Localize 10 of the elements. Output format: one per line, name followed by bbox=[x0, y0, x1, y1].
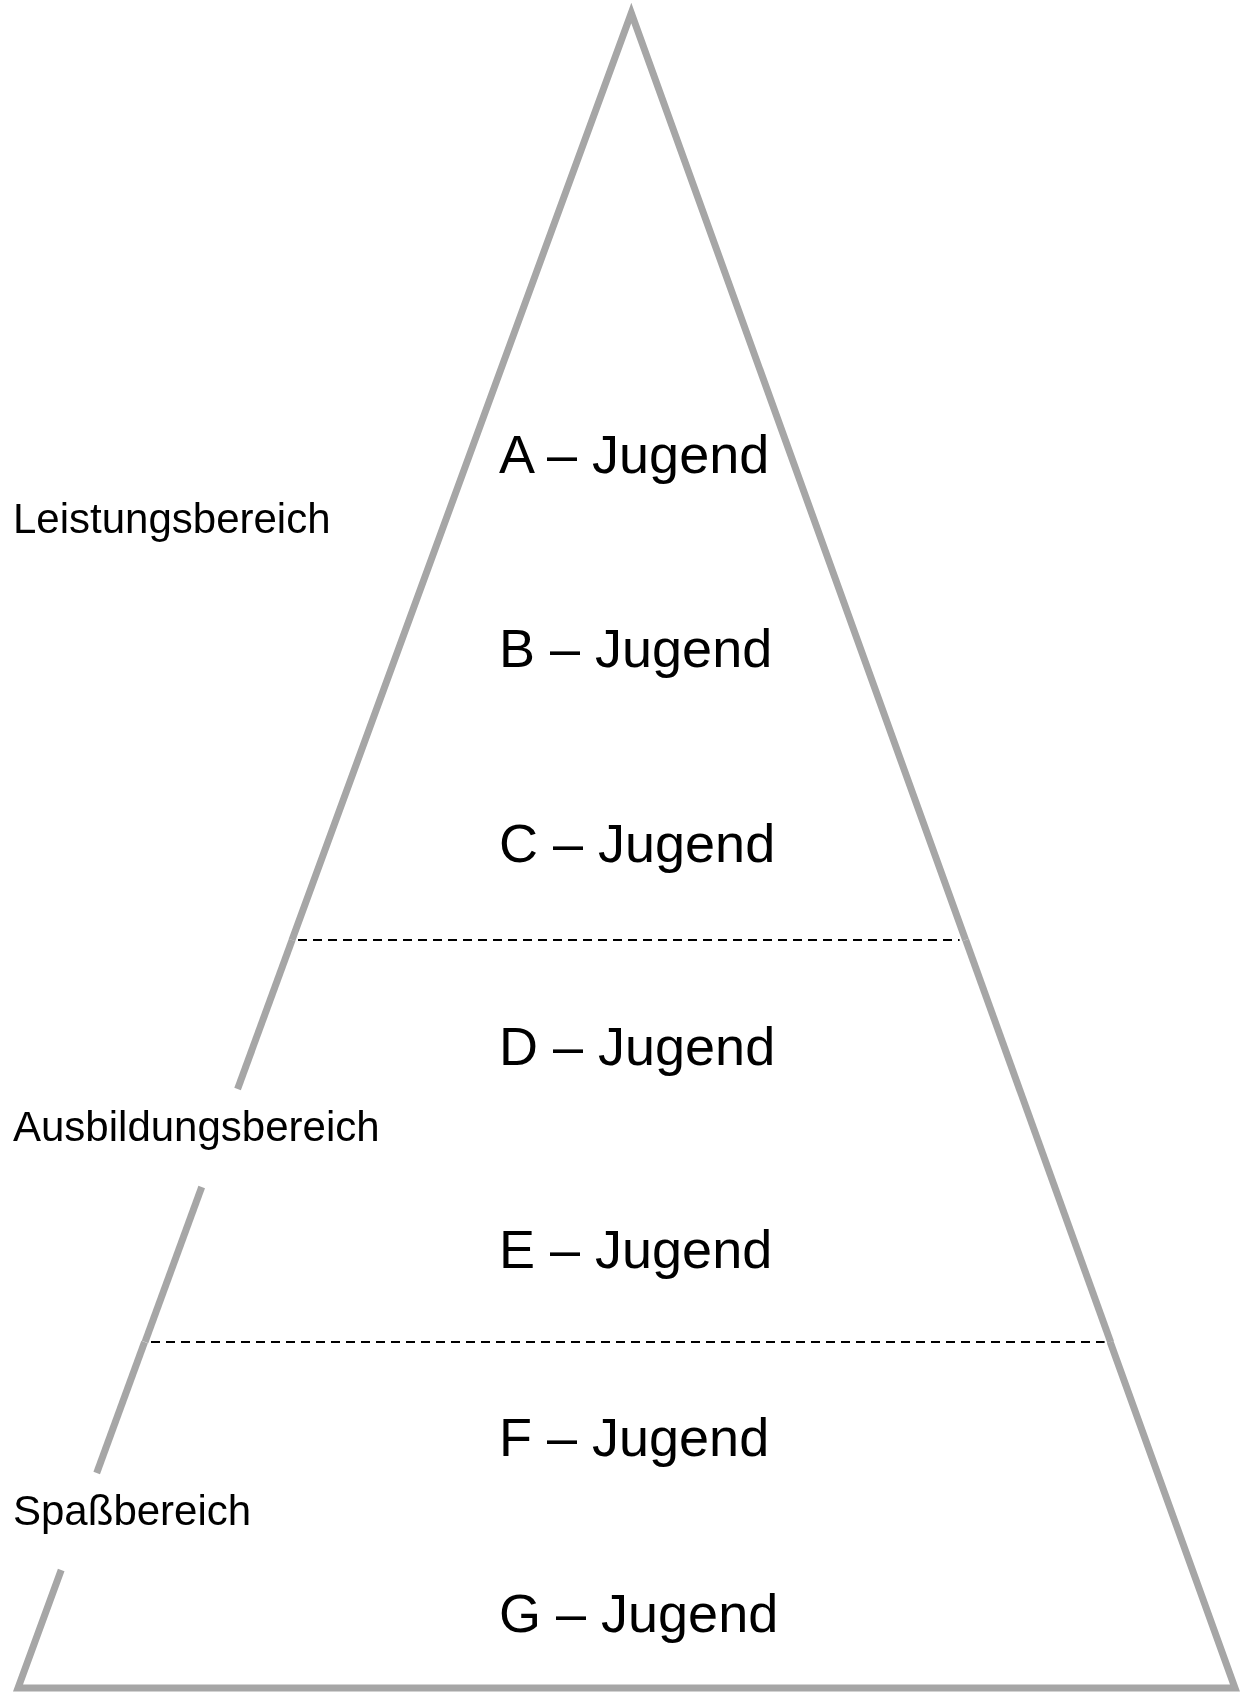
tier-label: D – Jugend bbox=[499, 1016, 776, 1076]
tier-label: G – Jugend bbox=[499, 1583, 779, 1643]
tier-label: A – Jugend bbox=[499, 424, 770, 484]
level-label: Ausbildungsbereich bbox=[13, 1103, 380, 1151]
tier-label: C – Jugend bbox=[499, 813, 776, 873]
tier-label: F – Jugend bbox=[499, 1407, 770, 1467]
tier-label: E – Jugend bbox=[499, 1219, 773, 1279]
tier-label: B – Jugend bbox=[499, 618, 773, 678]
level-label: Leistungsbereich bbox=[13, 495, 331, 543]
level-label: Spaßbereich bbox=[13, 1487, 252, 1535]
